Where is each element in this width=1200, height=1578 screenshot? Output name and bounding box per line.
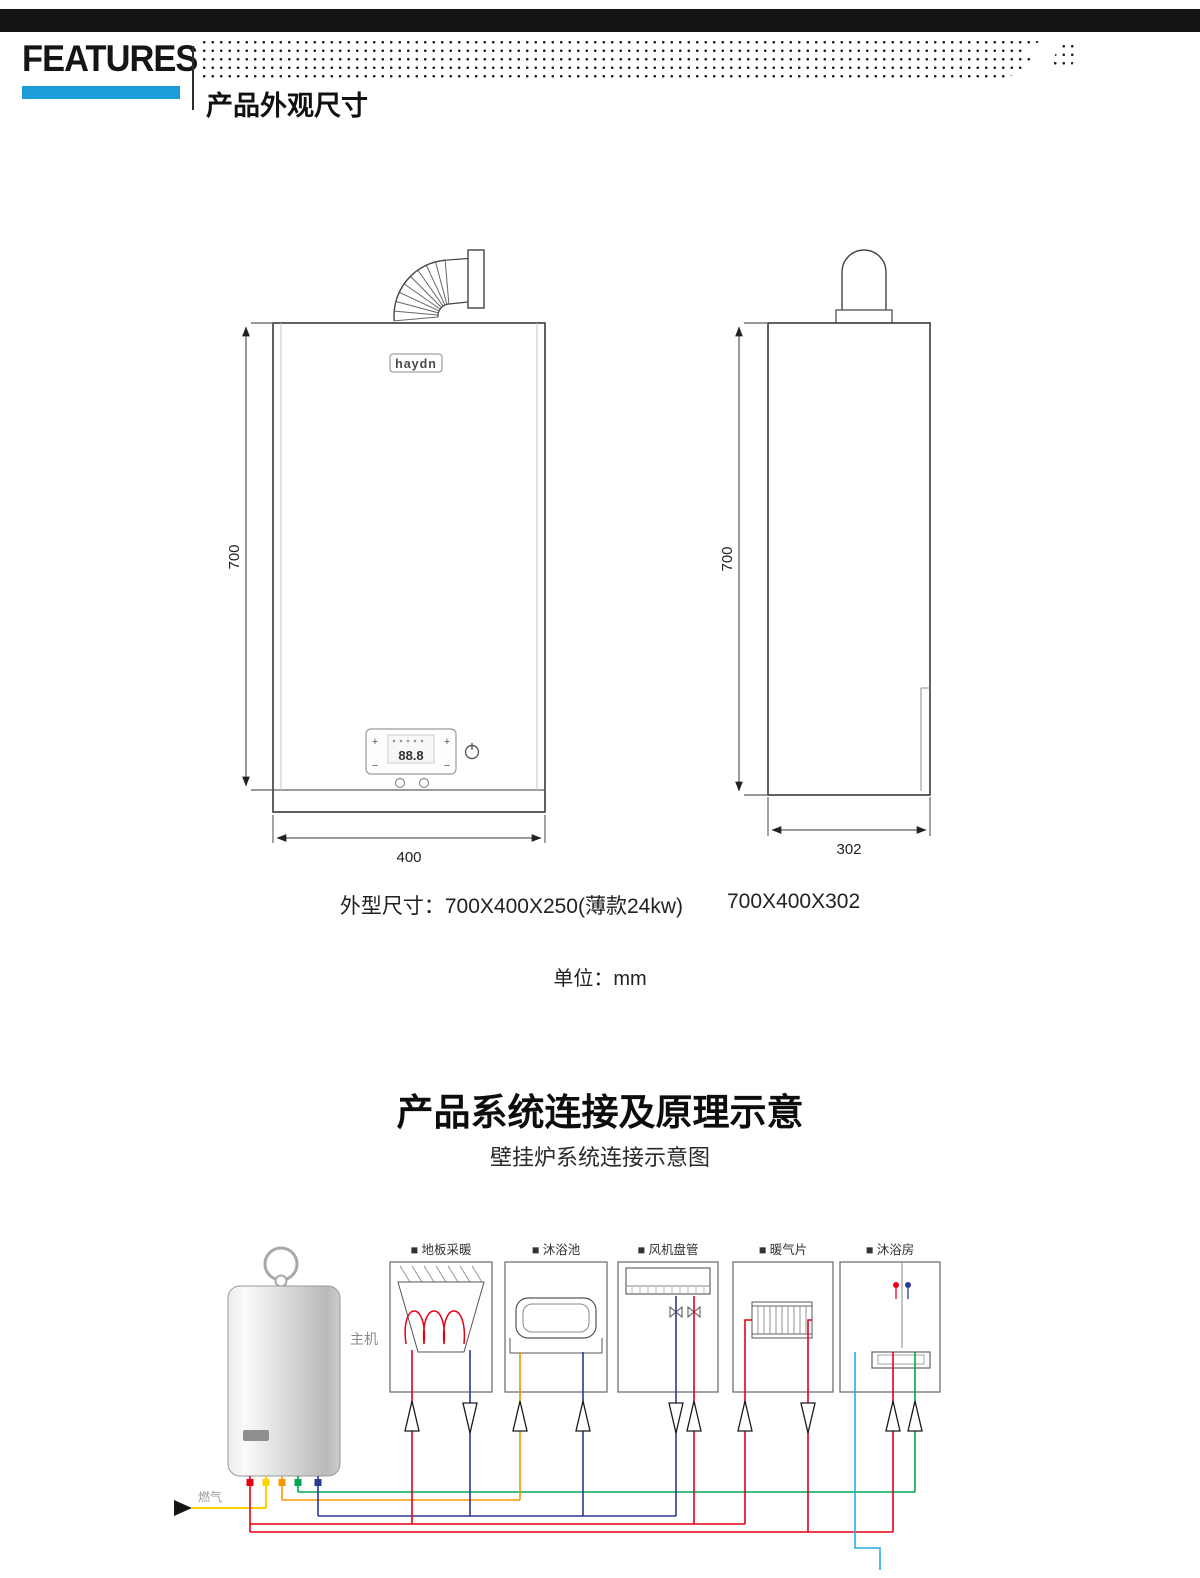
appliance-label-floor-heating: ■ 地板采暖 <box>410 1243 472 1257</box>
gas-arrow-icon <box>174 1500 192 1516</box>
top-black-bar <box>0 9 1200 32</box>
accent-underline <box>22 86 180 99</box>
up-arrow-icon <box>885 1400 901 1432</box>
down-arrow-icon <box>462 1402 478 1434</box>
pipe-network <box>192 1296 916 1570</box>
section-title: 产品外观尺寸 <box>206 91 368 121</box>
exhaust-duct-icon <box>393 249 485 322</box>
up-arrow-icon <box>575 1400 591 1432</box>
up-arrow-icon <box>404 1400 420 1432</box>
boiler-side-body <box>767 322 931 796</box>
panel-display: 88.8 <box>398 748 423 763</box>
header-divider <box>192 46 194 110</box>
appliance-label-bathtub: ■ 沐浴池 <box>532 1243 581 1257</box>
control-panel: + − + − 88.8 <box>365 728 457 789</box>
boiler-front-view: haydn + − + − 88.8 <box>226 249 546 866</box>
dimension-front-width: 400 <box>272 815 546 866</box>
size-note-main: 外型尺寸：700X400X250(薄款24kw) <box>339 895 683 918</box>
down-arrow-icon <box>668 1402 684 1434</box>
down-arrow-icon <box>800 1402 816 1434</box>
logo-text: haydn <box>395 357 437 371</box>
appliance-label-fan-coil: ■ 风机盘管 <box>637 1242 698 1257</box>
brand-logo: haydn <box>389 353 443 373</box>
dimension-side-height: 700 <box>719 322 767 796</box>
up-arrow-icon <box>907 1400 923 1432</box>
dimension-side-depth: 302 <box>767 797 931 858</box>
appliance-box-shower-room <box>839 1261 941 1393</box>
side-height-label: 700 <box>719 546 736 571</box>
appliance-box-floor-heating <box>389 1261 493 1393</box>
front-width-label: 400 <box>396 849 421 866</box>
gas-inlet: 燃气 <box>174 1489 222 1516</box>
system-diagram: 主机 <box>174 1242 941 1570</box>
panel-plus-right: + <box>444 736 450 748</box>
gas-label: 燃气 <box>198 1489 222 1504</box>
features-label: FEATURES <box>22 38 198 79</box>
fan-coil-unit-icon <box>625 1267 711 1295</box>
appliance-box-radiator <box>732 1261 834 1393</box>
floor-heating-coil-icon <box>404 1310 466 1345</box>
system-section-subtitle: 壁挂炉系统连接示意图 <box>489 1145 710 1170</box>
system-section-title: 产品系统连接及原理示意 <box>396 1092 804 1133</box>
panel-minus-left: − <box>372 760 378 772</box>
appliance-box-fan-coil <box>617 1261 719 1393</box>
appliance-box-bathtub <box>504 1261 608 1393</box>
main-unit-label: 主机 <box>350 1331 378 1347</box>
appliance-label-shower-room: ■ 沐浴房 <box>866 1242 915 1257</box>
halftone-dots-band <box>200 38 1045 80</box>
power-icon <box>464 743 480 760</box>
up-arrow-icon <box>737 1400 753 1432</box>
dimension-front-height: 700 <box>226 322 272 791</box>
up-arrow-icon <box>686 1400 702 1432</box>
appliance-label-radiator: ■ 暖气片 <box>759 1242 808 1257</box>
front-height-label: 700 <box>226 544 243 569</box>
boiler-side-view: 700 302 <box>719 249 931 858</box>
size-note-row: 外型尺寸：700X400X250(薄款24kw) 700X400X302 <box>0 890 1200 920</box>
up-arrow-icon <box>512 1400 528 1432</box>
flue-collar-icon <box>835 249 893 324</box>
unit-note: 单位：mm <box>553 968 647 990</box>
main-unit-drawing <box>227 1246 341 1477</box>
flow-arrows <box>404 1400 923 1434</box>
panel-plus-left: + <box>372 736 378 748</box>
side-depth-label: 302 <box>836 841 861 858</box>
panel-minus-right: − <box>444 760 450 772</box>
size-note-alt: 700X400X302 <box>727 890 861 913</box>
